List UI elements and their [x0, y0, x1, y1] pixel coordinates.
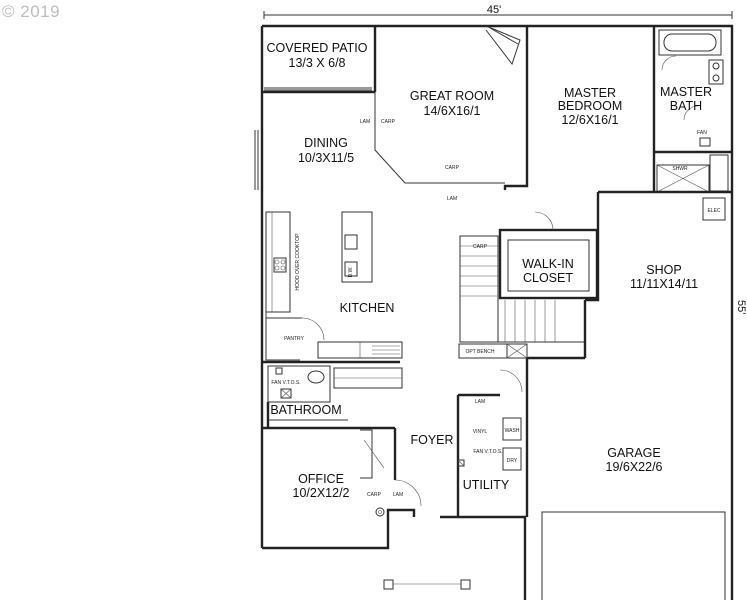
bathroom-label: BATHROOM [270, 403, 341, 417]
dishwasher-note: D.W. [348, 267, 354, 278]
covered-patio-size: 13/3 X 6/8 [289, 56, 346, 70]
garage-walls [525, 197, 726, 600]
master-bath-label-1: MASTER [660, 85, 712, 99]
walk-in-closet-label-1: WALK-IN [522, 257, 574, 271]
kitchen-cabinets [265, 211, 403, 361]
range-note: HOOD OVER COOKTOP [295, 233, 301, 291]
dryer-note: DRY [507, 458, 518, 464]
bench-note: OPT BENCH [465, 349, 494, 355]
garage-size: 19/6X22/6 [606, 460, 663, 474]
width-dimension-line [263, 11, 733, 19]
utility-fan-note: FAN V.T.O.S. [473, 449, 502, 455]
copyright-watermark: © 2019 [2, 2, 61, 21]
vinyl-note-foyer: VINYL [473, 429, 488, 435]
lam-note-office: LAM [393, 492, 403, 498]
shower-note: SHWR [672, 166, 688, 172]
walk-in-closet-walls [498, 190, 732, 302]
covered-patio-label: COVERED PATIO [267, 41, 368, 55]
bathroom-walls [262, 360, 403, 428]
exterior-walls [260, 24, 734, 600]
walk-in-closet-label-2: CLOSET [523, 271, 573, 285]
office-walls [262, 426, 422, 517]
dining-windows [254, 130, 259, 190]
master-bath-fan-note: FAN [697, 130, 707, 136]
elec-note: ELEC [707, 208, 720, 214]
master-bedroom-label-2: BEDROOM [558, 99, 623, 113]
garage-label: GARAGE [607, 446, 661, 460]
master-bedroom-label-1: MASTER [564, 86, 616, 100]
depth-dimension: 55' [735, 300, 747, 314]
bath-fan-note: FAN V.T.O.S. [271, 380, 300, 386]
dining-label: DINING [304, 136, 348, 150]
carp-note-stairs: CARP [473, 244, 488, 250]
kitchen-label: KITCHEN [340, 301, 395, 315]
lam-note-foyer: LAM [475, 399, 485, 405]
office-label: OFFICE [298, 472, 344, 486]
utility-label: UTILITY [463, 478, 510, 492]
dining-size: 10/3X11/5 [298, 151, 354, 165]
great-room-size: 14/6X16/1 [424, 104, 481, 118]
lam-note-dining: LAM [360, 119, 370, 125]
width-dimension: 45' [487, 4, 501, 16]
utility-walls [456, 369, 523, 517]
master-bedroom-size: 12/6X16/1 [562, 113, 619, 127]
carp-note-dining: CARP [381, 119, 396, 125]
carp-note-office: CARP [367, 492, 382, 498]
foyer-label: FOYER [410, 433, 453, 447]
master-bath-label-2: BATH [670, 99, 702, 113]
washer-note: WASH [505, 428, 520, 434]
great-room-walls [374, 25, 529, 190]
lam-note-great-room: LAM [447, 196, 457, 202]
master-bath-fixtures [652, 26, 732, 193]
office-size: 10/2X12/2 [293, 486, 350, 500]
shop-size: 11/11X14/11 [630, 277, 698, 291]
carp-note-great-room: CARP [445, 165, 460, 171]
great-room-label: GREAT ROOM [410, 89, 494, 103]
staircase [458, 235, 585, 359]
pantry-note: PANTRY [284, 336, 304, 342]
entry-posts [383, 579, 471, 590]
shop-label: SHOP [646, 263, 681, 277]
